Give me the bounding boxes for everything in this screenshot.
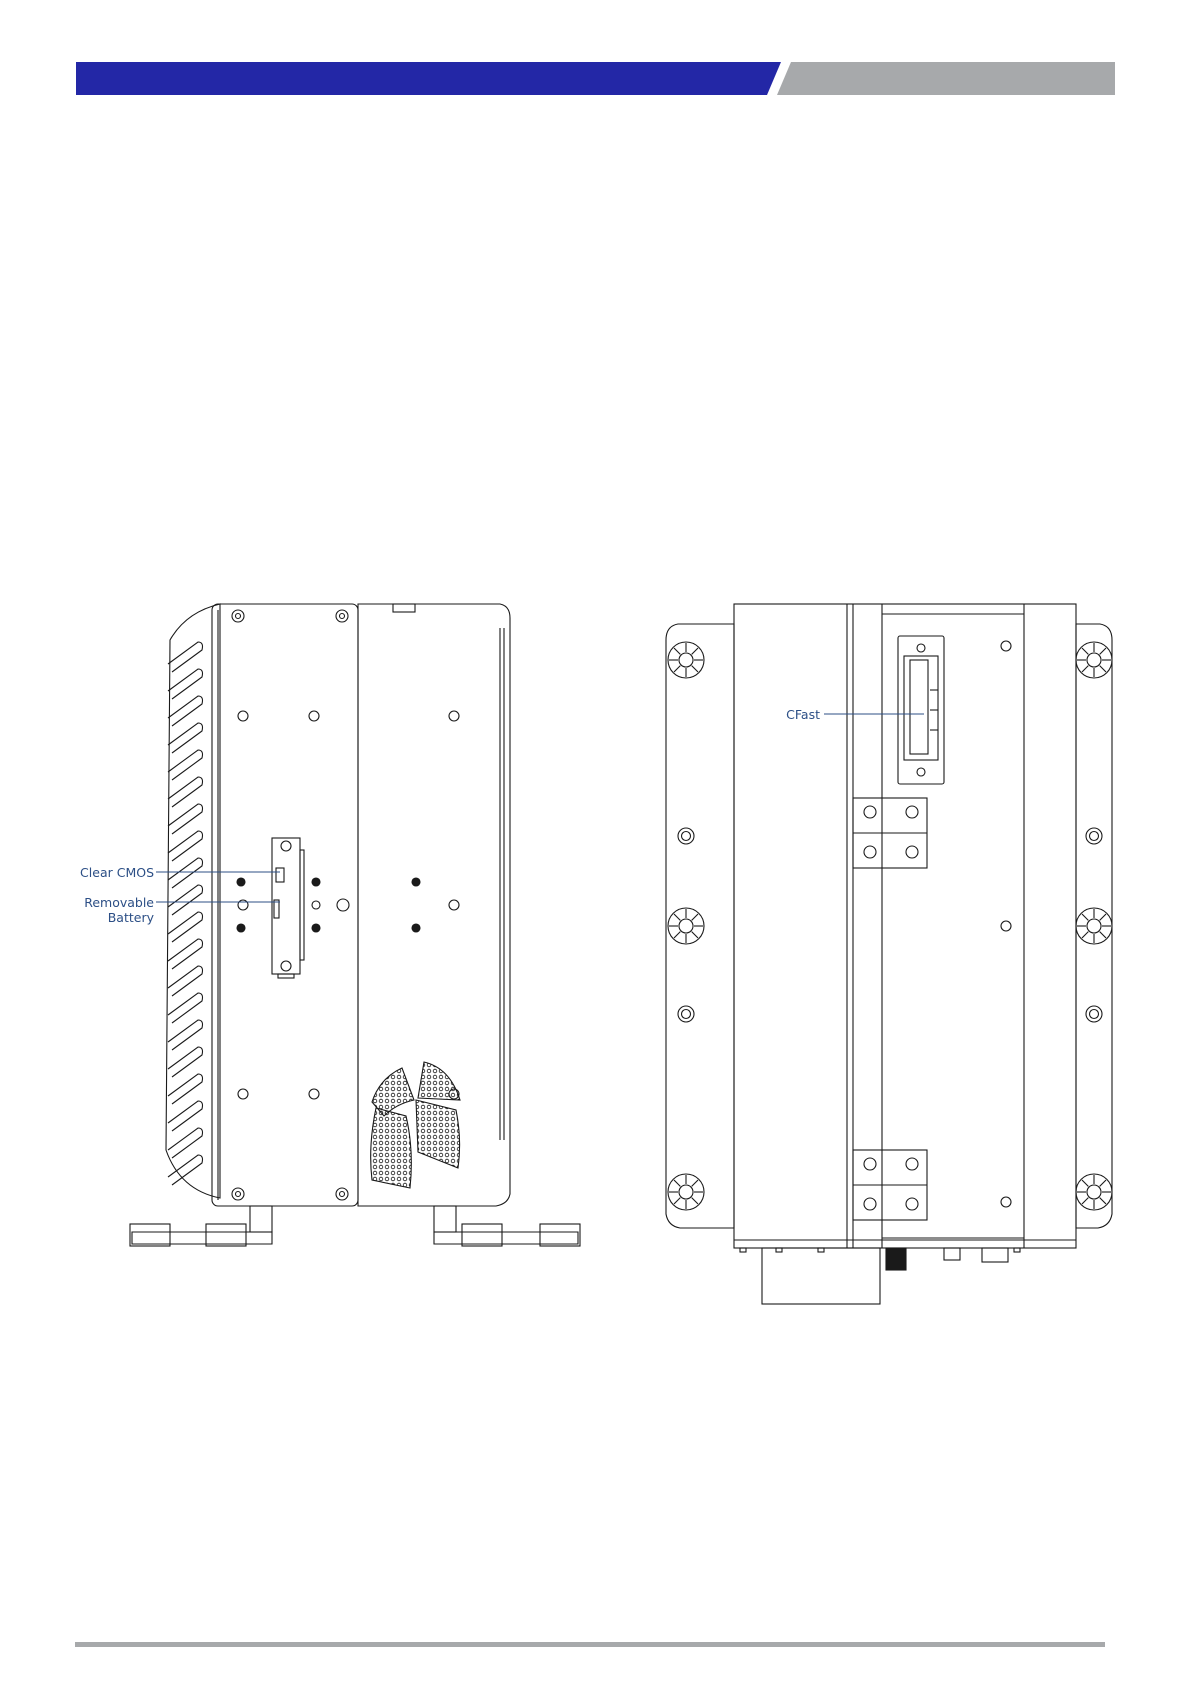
header-blue-band (76, 62, 781, 95)
heatsink-fin (168, 858, 203, 888)
removable-battery-label-line1: Removable (84, 895, 154, 910)
keyhole-mount (1076, 642, 1112, 678)
heatsink-fin (168, 777, 203, 807)
left-heatsink-fins (168, 642, 203, 1185)
heatsink-fin (168, 804, 203, 834)
footer-rule (75, 1642, 1105, 1647)
heatsink-fin (168, 831, 203, 861)
removable-battery-label-line2: Battery (108, 910, 155, 925)
heatsink-fin (168, 669, 203, 699)
keyhole-mount (1076, 908, 1112, 944)
heatsink-fin (168, 1074, 203, 1104)
keyhole-mount (1076, 1174, 1112, 1210)
keyhole-mount (668, 1174, 704, 1210)
heatsink-fin (168, 993, 203, 1023)
keyhole-mount (668, 908, 704, 944)
battery-door (272, 838, 304, 978)
bracket-holes (678, 641, 1102, 1207)
fan-grille (371, 1062, 460, 1188)
heatsink-fin (168, 723, 203, 753)
technical-drawing: Clear CMOS Removable Battery CFast (0, 580, 1192, 1320)
top-clamp (853, 798, 927, 868)
heatsink-fin (168, 939, 203, 969)
header-banner (0, 0, 1192, 100)
bottom-clamp (853, 1150, 927, 1220)
heatsink-fin (168, 1101, 203, 1131)
header-gray-band (777, 62, 1115, 95)
keyhole-mount (668, 642, 704, 678)
heatsink-fin (168, 912, 203, 942)
heatsink-fin (168, 750, 203, 780)
clear-cmos-label: Clear CMOS (80, 865, 154, 880)
keyhole-mounts (668, 642, 1112, 1210)
heatsink-fin (168, 1047, 203, 1077)
left-top-tab (393, 604, 415, 612)
left-stand (130, 1206, 580, 1246)
heatsink-fin (168, 1128, 203, 1158)
bottom-connectors (740, 1248, 1020, 1304)
left-side-view (130, 604, 580, 1246)
heatsink-fin (168, 1020, 203, 1050)
heatsink-fin (168, 642, 203, 672)
heatsink-fin (168, 696, 203, 726)
right-side-view (666, 604, 1112, 1304)
left-main-panel (212, 604, 358, 1206)
cfast-label: CFast (786, 707, 820, 722)
cfast-slot (898, 636, 944, 784)
right-chassis (734, 604, 1076, 1248)
heatsink-fin (168, 966, 203, 996)
heatsink-fin (168, 885, 203, 915)
